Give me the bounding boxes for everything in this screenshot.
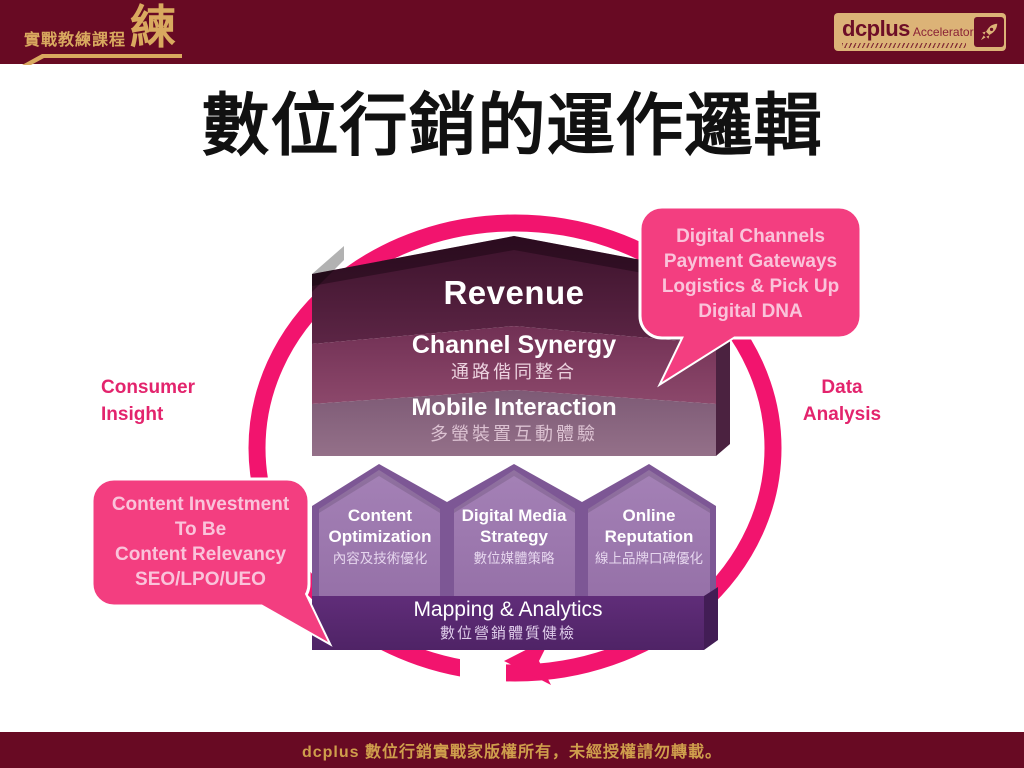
left-bubble-line-4: SEO/LPO/UEO [135,569,266,590]
block1-subtitle: 內容及技術優化 [332,551,428,566]
mapping-analytics-band [312,596,704,650]
block1-title-line1: Content [347,506,413,525]
online-reputation-label: Online Reputation 線上品牌口碑優化 [588,505,710,569]
right-bubble-tail-fill [662,324,754,382]
hatch-decoration [842,43,966,48]
block2-title-line1: Digital Media [461,506,567,525]
content-optimization-label: Content Optimization 內容及技術優化 [319,505,441,569]
mobile-interaction-label: Mobile Interaction 多螢裝置互動體驗 [312,393,716,446]
header-bar: 實戰教練課程 練 dcplus Accelerator [0,0,1024,65]
block2-subtitle: 數位媒體策略 [473,551,555,566]
dcplus-logo-text: dcplus Accelerator [842,16,974,48]
mobile-interaction-subtitle: 多螢裝置互動體驗 [430,424,598,444]
cycle-arrow-ring [248,214,782,682]
block1-title-line2: Optimization [328,527,432,546]
accelerator-wordmark: Accelerator [912,25,974,39]
mobile-interaction-title: Mobile Interaction [411,394,617,421]
left-bubble-line-2: To Be [174,519,227,540]
mapping-right-bevel [704,587,718,650]
block2-title-line2: Strategy [479,527,549,546]
right-speech-bubble [638,205,863,340]
block3-title-line1: Online [622,506,676,525]
right-bubble-line-1: Digital Channels [676,226,825,247]
block3-title-line2: Reputation [604,527,694,546]
channel-synergy-subtitle: 通路偕同整合 [451,362,577,382]
revenue-roof-shade [312,236,716,286]
data-analysis-line-2: Analysis [802,404,882,425]
brand-course-label: 實戰教練課程 [24,32,127,49]
digital-channels-bubble-text: Digital Channels Payment Gateways Logist… [644,224,857,324]
channel-synergy-label: Channel Synergy 通路偕同整合 [312,330,716,384]
rocket-icon [973,17,1004,47]
block3-subtitle: 線上品牌口碑優化 [595,551,703,566]
left-bubble-line-1: Content Investment [111,494,290,515]
digital-media-strategy-label: Digital Media Strategy 數位媒體策略 [453,505,575,569]
right-bubble-line-2: Payment Gateways [663,251,838,272]
footer-bar: dcplus 數位行銷實戰家版權所有，未經授權請勿轉載。 [0,732,1024,768]
left-speech-bubble [90,477,311,608]
mobile-interaction-band [312,390,716,456]
mapping-analytics-subtitle: 數位營銷體質健檢 [439,625,576,642]
ring-gap [460,652,506,690]
dcplus-wordmark: dcplus [842,16,910,41]
consumer-insight-label: Consumer Insight [101,374,261,428]
revenue-band [312,236,716,344]
revenue-label: Revenue [443,274,585,311]
data-analysis-label: Data Analysis [778,374,906,428]
data-analysis-line-1: Data [821,377,863,398]
channel-synergy-title: Channel Synergy [411,331,617,359]
left-bubble-tail-fill [240,592,328,642]
mapping-analytics-title: Mapping & Analytics [413,598,603,621]
channel-synergy-band [312,326,716,404]
revenue-left-bevel [312,246,344,292]
content-optimization-block [319,470,440,596]
brand-lian-character: 練 [130,1,176,53]
brand-underline-stroke [22,54,182,65]
slide-title: 數位行銷的運作邏輯 [201,88,823,164]
left-bubble-line-3: Content Relevancy [114,544,287,565]
dcplus-accelerator-logo: dcplus Accelerator [834,13,1006,51]
online-reputation-block [588,470,710,596]
digital-media-strategy-block [454,470,575,596]
right-bubble-line-3: Logistics & Pick Up [661,276,840,297]
copyright-text: dcplus 數位行銷實戰家版權所有，未經授權請勿轉載。 [301,744,722,761]
consumer-insight-line-2: Insight [101,404,164,425]
content-investment-bubble-text: Content Investment To Be Content Relevan… [96,492,305,592]
brand-logo: 實戰教練課程 練 [20,1,220,65]
right-bubble-line-4: Digital DNA [698,301,803,322]
consumer-insight-line-1: Consumer [101,377,195,398]
mapping-analytics-label: Mapping & Analytics 數位營銷體質健檢 [312,597,704,644]
